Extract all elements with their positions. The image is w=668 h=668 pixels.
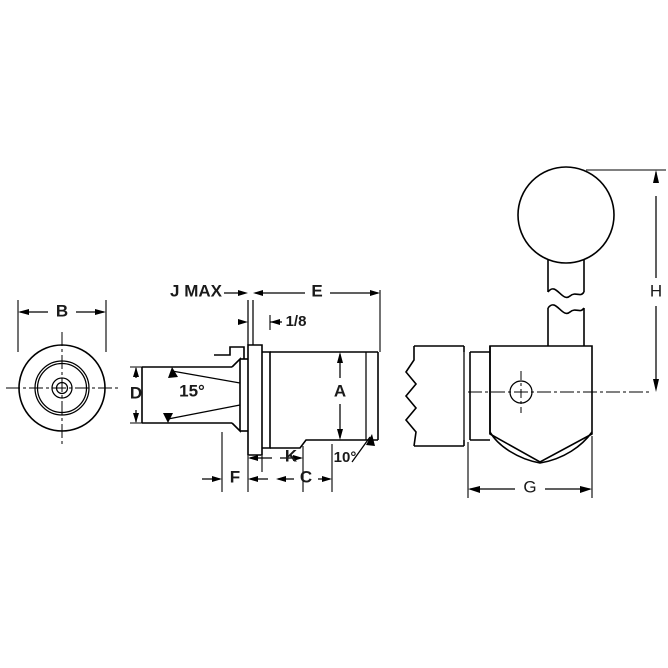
dimension-label-h: H <box>650 281 662 300</box>
angle-15-leader-upper <box>171 370 241 384</box>
stub-zigzag-break-line <box>404 346 418 447</box>
drive-key-step <box>214 346 245 359</box>
b-arrow-left <box>18 309 29 315</box>
e-arrow-right <box>370 290 380 296</box>
angle-15-arrow-lower <box>163 413 173 423</box>
body-hub-outline <box>262 351 271 449</box>
a-arrow-top <box>337 352 343 363</box>
dimension-label-g: G <box>523 477 536 496</box>
one-eighth-arrow-right <box>270 319 280 325</box>
d-arrow-bottom <box>133 413 139 423</box>
flange-outline <box>247 344 263 456</box>
d-arrow-top <box>133 367 139 377</box>
end-view: B <box>6 300 118 444</box>
a-arrow-bottom <box>337 429 343 440</box>
dimension-label-k: K <box>285 446 298 465</box>
j-max-arrow-right <box>238 290 248 296</box>
dimension-label-e: E <box>311 281 322 300</box>
assembly-view: H G <box>404 166 666 498</box>
lock-body-outline <box>489 345 593 463</box>
dimension-label-c: C <box>300 467 312 486</box>
end-view-outer-circle <box>18 344 106 432</box>
k-arrow-left <box>248 455 258 461</box>
side-view: D 15° J MAX 1/8 E A 10° <box>130 281 381 492</box>
c-arrow-right <box>322 476 332 482</box>
dimension-label-b: B <box>56 301 68 320</box>
angle-10-leader-line <box>351 436 371 463</box>
c-arrow-far-left <box>248 476 258 482</box>
angle-15-arrow-upper <box>168 367 178 378</box>
dimension-label-a: A <box>334 381 346 400</box>
dimension-label-10-degrees: 10° <box>334 449 357 466</box>
ball-outline <box>517 166 615 264</box>
dimension-label-one-eighth: 1/8 <box>286 313 307 330</box>
end-view-mid-circle-outer <box>34 360 90 416</box>
dimension-label-15-degrees: 15° <box>179 381 205 400</box>
end-view-bore-circle-outer <box>51 377 73 399</box>
k-arrow-right <box>293 455 303 461</box>
end-view-bore-circle-inner <box>55 381 69 395</box>
dimension-label-f: F <box>230 467 240 486</box>
dimension-label-j-max: J MAX <box>170 281 223 300</box>
one-eighth-arrow-left <box>238 319 248 325</box>
lock-body-lower-contour <box>489 431 593 464</box>
g-arrow-right <box>580 486 592 493</box>
end-view-mid-circle-inner <box>36 362 88 414</box>
stem-break-wave-upper <box>547 288 585 299</box>
shank-taper-transition <box>231 357 241 433</box>
angle-15-leader-lower <box>167 404 241 420</box>
stem-break-wave-lower <box>547 304 585 315</box>
angle-10-arrow <box>366 434 375 446</box>
b-arrow-right <box>95 309 106 315</box>
g-arrow-left <box>468 486 480 493</box>
c-arrow-left <box>276 476 286 482</box>
h-arrow-top <box>653 170 659 183</box>
h-arrow-bottom <box>653 379 659 392</box>
f-arrow-right <box>212 476 222 482</box>
dimension-label-d: D <box>130 383 142 402</box>
